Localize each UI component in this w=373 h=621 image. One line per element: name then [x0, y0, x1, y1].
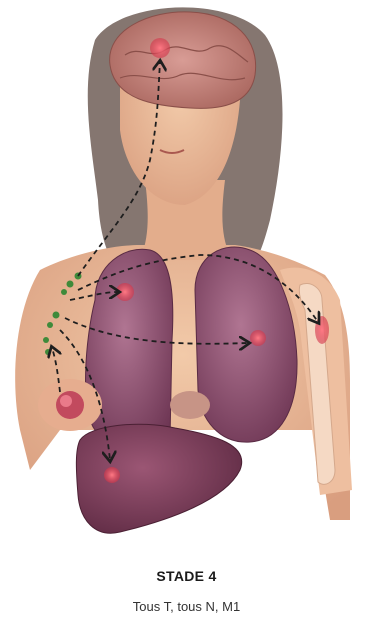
right-lung — [86, 249, 173, 448]
stage-classification: Tous T, tous N, M1 — [0, 599, 373, 614]
lung-lesion-2 — [250, 330, 266, 346]
metastasis-illustration — [0, 0, 373, 560]
liver — [76, 424, 241, 533]
brain-lesion — [150, 38, 170, 58]
stage-title: STADE 4 — [0, 568, 373, 584]
liver-lesion — [104, 467, 120, 483]
brain — [110, 12, 256, 109]
lung-lesion-1 — [116, 283, 134, 301]
bone-lesion — [315, 316, 329, 344]
